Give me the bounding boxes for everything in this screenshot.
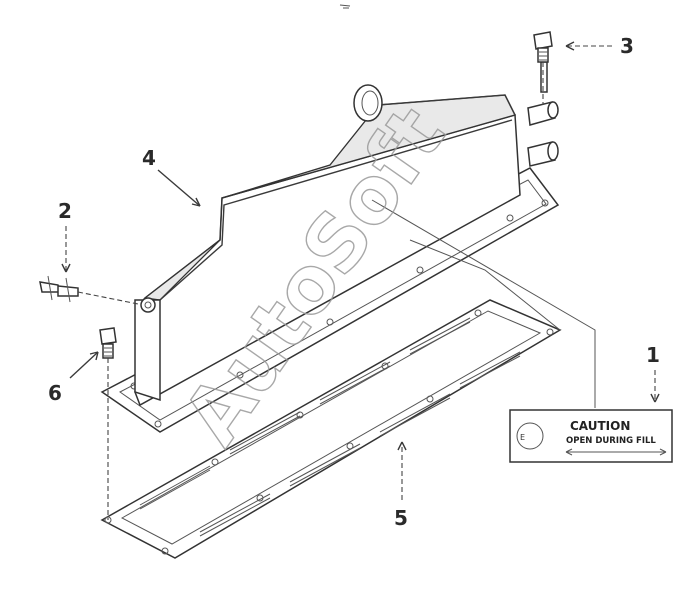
callout-4: 4: [142, 146, 156, 170]
callout-6: 6: [48, 381, 62, 405]
caution-label-arrow: [565, 448, 667, 456]
caution-label-title: CAUTION: [570, 419, 630, 433]
caution-label-subtitle: OPEN DURING FILL: [566, 436, 656, 446]
caution-label-emblem: [516, 422, 544, 450]
cover-body-part: [134, 61, 559, 407]
callout-2: 2: [58, 199, 72, 223]
drain-valve-part-2: [39, 275, 79, 303]
svg-text:E: E: [520, 433, 525, 442]
callout-1: 1: [646, 343, 660, 367]
screw-part-3: [533, 31, 553, 63]
caution-label-frame: [509, 409, 673, 463]
callout-3: 3: [620, 34, 634, 58]
gasket-part: [100, 299, 562, 559]
top-mark: [339, 4, 351, 9]
screw-part-6: [99, 327, 117, 359]
callout-5: 5: [394, 506, 408, 530]
caution-label-part: E CAUTION OPEN DURING FILL: [509, 409, 673, 463]
leader-lines: [61, 41, 660, 520]
